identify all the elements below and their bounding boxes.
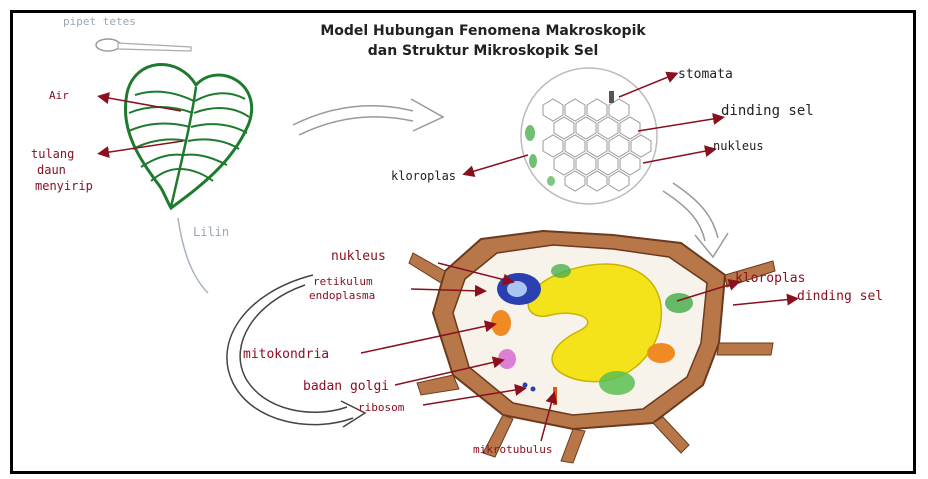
mitokondria-label: mitokondria xyxy=(243,347,329,362)
hollow-arrow-right xyxy=(293,99,443,135)
lilin-label: Lilin xyxy=(193,225,229,239)
nukleus-label-top: nukleus xyxy=(713,139,764,153)
kloroplas-label-left: kloroplas xyxy=(391,169,456,183)
leaf-icon xyxy=(125,64,251,208)
tulang-daun-label-3: menyirip xyxy=(35,179,93,193)
kloroplas-arrow-left xyxy=(468,155,528,173)
badan-golgi-label: badan golgi xyxy=(303,379,389,394)
air-label: Air xyxy=(49,89,69,102)
mikrotubulus-label: mikrotubulus xyxy=(473,443,552,456)
stomata-label: stomata xyxy=(678,67,733,82)
dinding-sel-arrow-right xyxy=(733,299,793,305)
dinding-sel-label-right: dinding sel xyxy=(797,289,883,304)
nukleus-label-cell: nukleus xyxy=(331,249,386,264)
kloroplas-label-right: kloroplas xyxy=(735,271,805,286)
diagram-frame: Model Hubungan Fenomena Makroskopik dan … xyxy=(10,10,916,474)
epidermis-view xyxy=(521,68,657,204)
plant-cell xyxy=(409,231,775,463)
retikulum-label-1: retikulum xyxy=(313,275,373,288)
ribosom-label: ribosom xyxy=(358,401,404,414)
tulang-daun-label-2: daun xyxy=(37,163,66,177)
retikulum-label-2: endoplasma xyxy=(309,289,375,302)
pipet-tetes-label: pipet tetes xyxy=(63,15,136,28)
diagram-illustration xyxy=(13,13,913,471)
dinding-sel-label-top: dinding sel xyxy=(721,103,814,119)
pipette-icon xyxy=(96,39,191,51)
tulang-daun-label-1: tulang xyxy=(31,147,74,161)
